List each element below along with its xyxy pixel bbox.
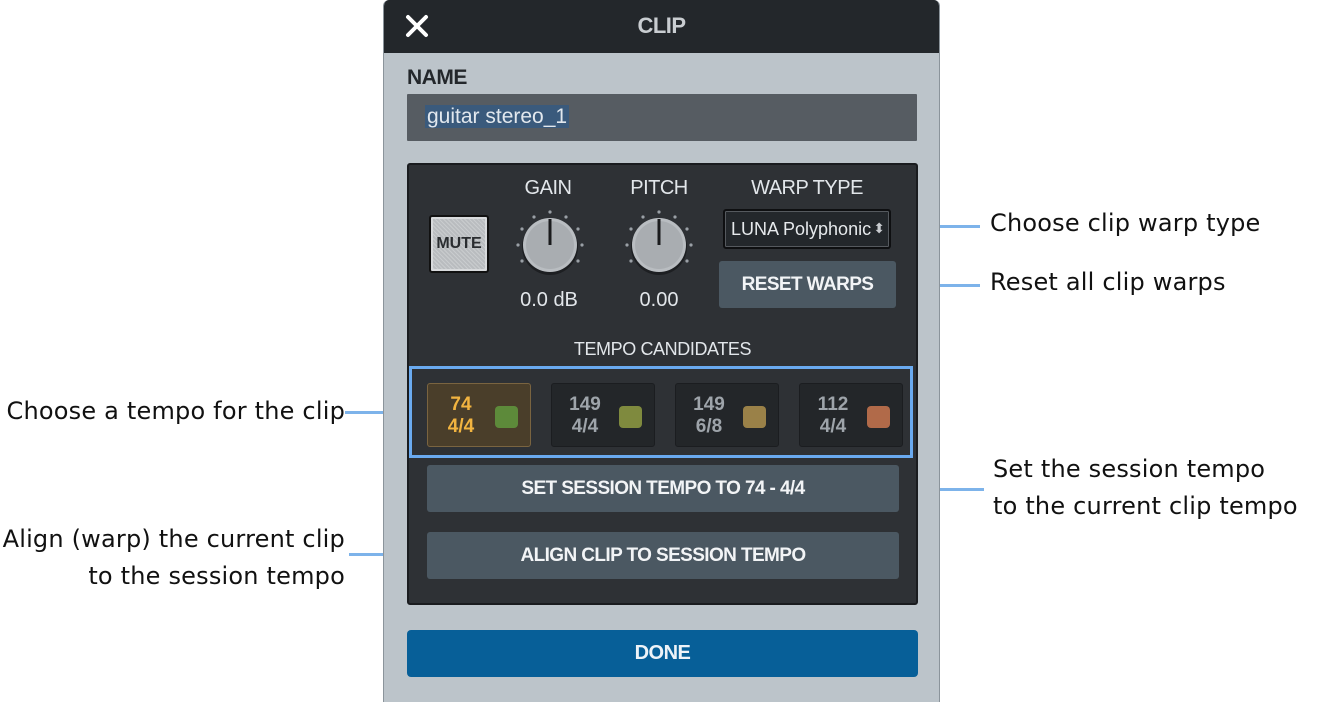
callout-reset-warps: Reset all clip warps [990,268,1226,296]
dialog-title: CLIP [637,13,686,38]
callout-line-choose-tempo [345,411,413,414]
clip-name-input[interactable]: guitar stereo_1 [407,94,917,141]
callout-warp-type: Choose clip warp type [990,209,1261,237]
callout-set-session: Set the session tempo to the current cli… [993,451,1298,525]
pitch-value: 0.00 [639,289,679,311]
tempo-color-swatch [619,406,642,428]
tempo-candidates-group: 74 4/4 149 4/4 149 6/8 [409,366,913,458]
callout-align-line2: to the session tempo [88,562,345,590]
tempo-candidates-label: TEMPO CANDIDATES [573,339,752,359]
mute-button[interactable]: MUTE [429,215,489,273]
tempo-color-swatch [743,406,766,428]
title-bar: CLIP [384,0,939,53]
tempo-candidate-3[interactable]: 149 6/8 [675,383,779,447]
close-icon[interactable] [402,11,432,41]
callout-line-set-session [902,488,984,491]
pitch-label: PITCH [630,177,688,199]
warp-type-select[interactable]: LUNA Polyphonic ⬍ [723,209,891,249]
tempo-candidate-2[interactable]: 149 4/4 [551,383,655,447]
reset-warps-button[interactable]: RESET WARPS [719,261,896,308]
callout-align: Align (warp) the current clip to the ses… [0,521,345,595]
warp-type-label: WARP TYPE [751,177,863,199]
callout-set-session-line2: to the current clip tempo [993,492,1298,520]
callout-align-line1: Align (warp) the current clip [2,525,345,553]
gain-label: GAIN [524,177,572,199]
tempo-color-swatch [495,406,518,428]
tempo-candidate-text: 149 4/4 [569,394,601,437]
align-clip-button[interactable]: ALIGN CLIP TO SESSION TEMPO [427,532,899,579]
name-label: NAME [407,66,467,89]
done-button[interactable]: DONE [407,630,918,677]
clip-name-value: guitar stereo_1 [425,105,570,128]
tempo-candidate-1[interactable]: 74 4/4 [427,383,531,447]
gain-value: 0.0 dB [520,289,578,311]
callout-choose-tempo: Choose a tempo for the clip [6,397,345,425]
gain-knob[interactable] [508,203,592,287]
callout-set-session-line1: Set the session tempo [993,455,1266,483]
clip-controls-panel: MUTE GAIN 0.0 dB PITCH 0 [407,163,918,605]
tempo-color-swatch [867,406,890,428]
set-session-tempo-button[interactable]: SET SESSION TEMPO TO 74 - 4/4 [427,465,899,512]
tempo-candidate-4[interactable]: 112 4/4 [799,383,903,447]
pitch-knob[interactable] [617,203,701,287]
clip-dialog: CLIP NAME guitar stereo_1 MUTE GAIN 0.0 … [383,0,940,702]
warp-type-value: LUNA Polyphonic [731,219,872,239]
tempo-candidate-text: 112 4/4 [817,394,849,437]
tempo-candidate-text: 149 6/8 [693,394,725,437]
chevron-updown-icon: ⬍ [873,220,885,236]
tempo-candidate-text: 74 4/4 [447,394,475,437]
